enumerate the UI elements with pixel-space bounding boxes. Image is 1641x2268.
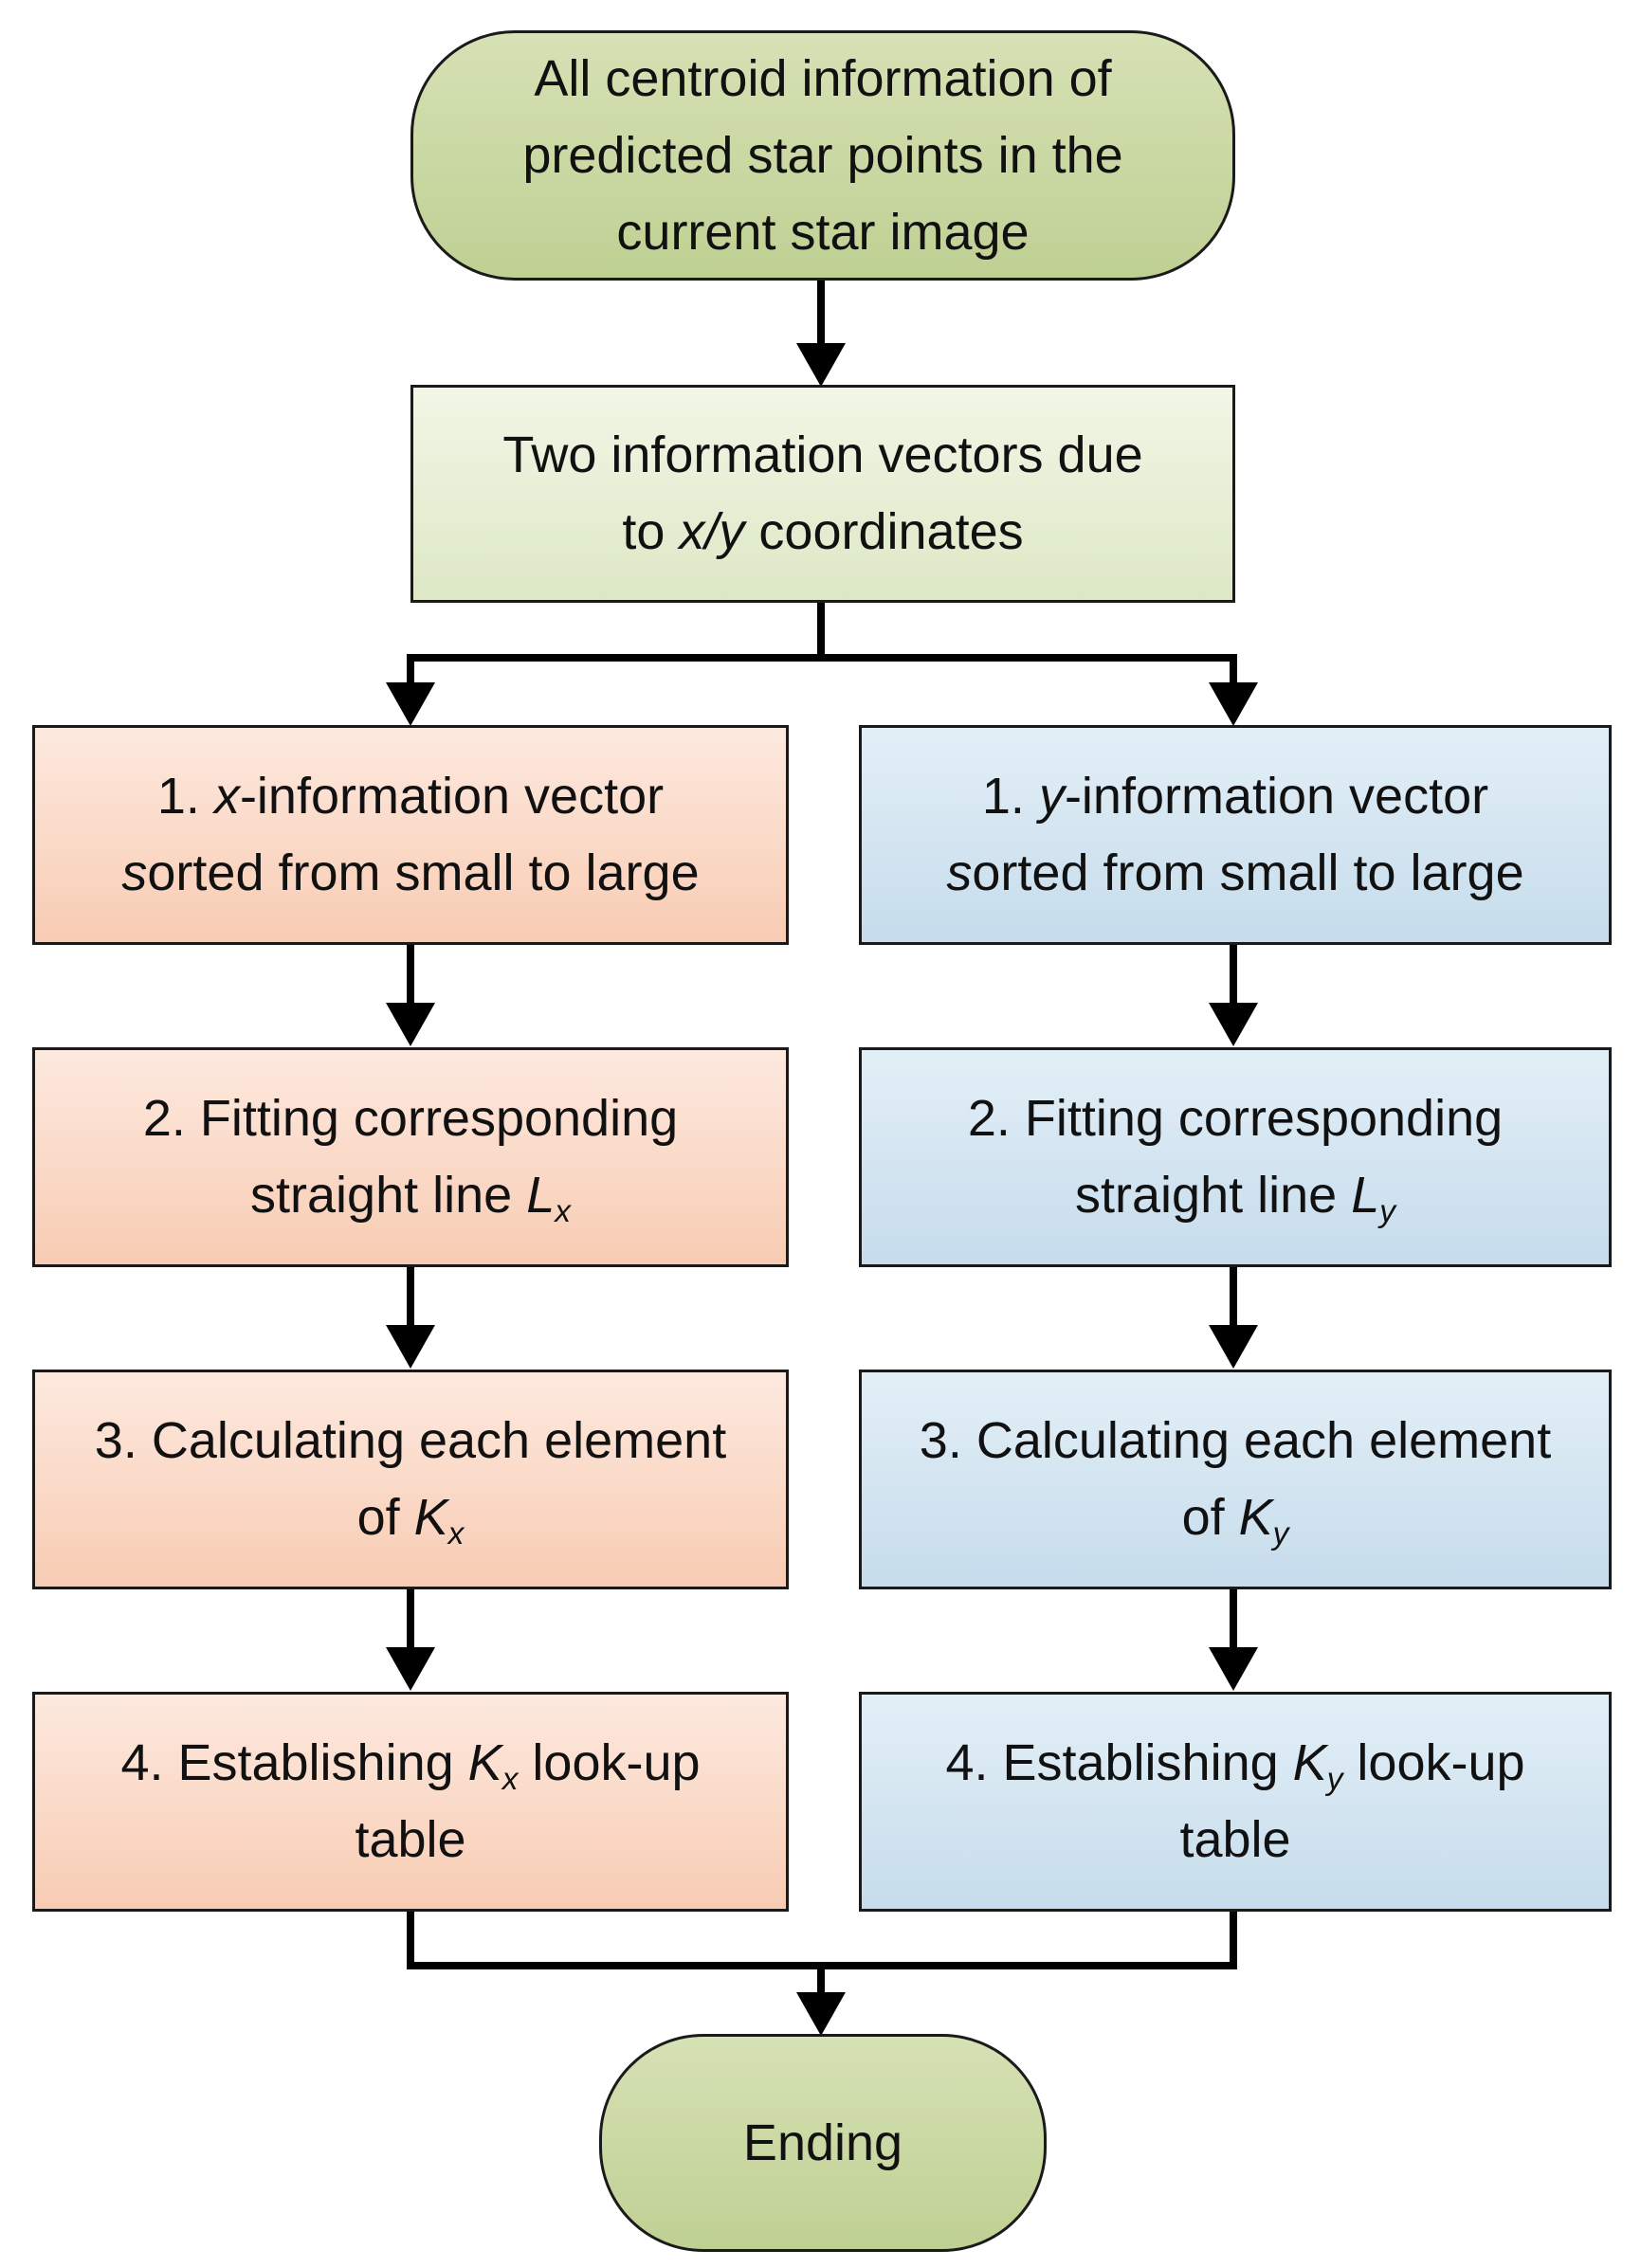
y-step-3-sub: y <box>1272 1516 1289 1552</box>
arrow-x3-to-x4 <box>386 1588 435 1691</box>
y-step-2-var: L <box>1351 1167 1380 1224</box>
y-step-3-var: K <box>1238 1489 1273 1546</box>
start-line-2: predicted star points in the <box>522 126 1123 184</box>
arrow-x2-to-x3 <box>386 1265 435 1369</box>
vectors-line-1: Two information vectors due <box>502 426 1143 483</box>
arrow-vectors-split <box>386 601 1258 726</box>
x-step-4-pre: 4. Establishing <box>120 1734 468 1791</box>
x-step-2-line-1: 2. Fitting corresponding <box>142 1090 679 1147</box>
y-step-1-var: y <box>1038 768 1065 825</box>
x-step-1-line-1: 1. x-information vector <box>121 758 699 835</box>
x-step-2-var: L <box>526 1167 556 1224</box>
y-step-2-line-2-text: straight line <box>1075 1167 1352 1224</box>
x-step-1-node: 1. x-information vector sorted from smal… <box>32 725 789 945</box>
y-step-1-text: 1. y-information vector sorted from smal… <box>946 758 1523 912</box>
y-step-4-sub: y <box>1326 1762 1343 1798</box>
y-step-2-sub: y <box>1379 1194 1395 1230</box>
x-step-3-var: K <box>413 1489 448 1546</box>
x-step-3-sub: x <box>447 1516 465 1552</box>
arrow-start-to-vectors <box>796 280 846 387</box>
vectors-line-2-post: coordinates <box>744 503 1024 560</box>
y-step-2-text: 2. Fitting corresponding straight line L… <box>968 1080 1503 1234</box>
y-step-1-rest: -information vector <box>1064 768 1489 825</box>
x-step-2-line-2-text: straight line <box>250 1167 527 1224</box>
arrow-x1-to-x2 <box>386 943 435 1046</box>
start-node: All centroid information of predicted st… <box>410 30 1235 281</box>
x-step-1-num: 1. <box>156 768 214 825</box>
vectors-line-2-pre: to <box>622 503 680 560</box>
vectors-node: Two information vectors due to x/y coord… <box>410 385 1235 603</box>
arrow-merge-to-end <box>407 1907 1237 2036</box>
y-step-4-node: 4. Establishing Ky look-up table <box>859 1692 1612 1912</box>
x-step-2-sub: x <box>555 1194 571 1230</box>
x-step-3-line-1: 3. Calculating each element <box>94 1412 727 1469</box>
y-step-3-line-1: 3. Calculating each element <box>919 1412 1552 1469</box>
end-label: Ending <box>742 2114 903 2171</box>
x-step-1-line-2-var: s <box>121 844 148 901</box>
x-step-2-node: 2. Fitting corresponding straight line L… <box>32 1047 789 1267</box>
x-step-4-text: 4. Establishing Kx look-up table <box>120 1725 700 1878</box>
y-step-2-line-1: 2. Fitting corresponding <box>967 1090 1504 1147</box>
vectors-node-text: Two information vectors due to x/y coord… <box>502 417 1142 571</box>
y-step-1-line-2-text: orted from small to large <box>972 844 1524 901</box>
x-step-4-var: K <box>467 1734 502 1791</box>
x-step-3-line-2-text: of <box>356 1489 414 1546</box>
x-step-4-line-1: 4. Establishing Kx look-up <box>120 1725 700 1802</box>
x-step-3-node: 3. Calculating each element of Kx <box>32 1370 789 1589</box>
x-step-4-sub: x <box>501 1762 519 1798</box>
end-node: Ending <box>599 2034 1047 2252</box>
arrow-y3-to-y4 <box>1209 1588 1258 1691</box>
y-step-4-post: look-up <box>1342 1734 1525 1791</box>
vectors-line-2: to x/y coordinates <box>502 494 1142 571</box>
y-step-4-pre: 4. Establishing <box>945 1734 1293 1791</box>
x-step-3-text: 3. Calculating each element of Kx <box>95 1403 726 1556</box>
y-step-1-line-2-var: s <box>946 844 973 901</box>
y-step-4-var: K <box>1292 1734 1327 1791</box>
y-step-1-node: 1. y-information vector sorted from smal… <box>859 725 1612 945</box>
y-step-3-text: 3. Calculating each element of Ky <box>920 1403 1551 1556</box>
x-step-1-line-2-text: orted from small to large <box>147 844 700 901</box>
start-line-3: current star image <box>616 203 1030 261</box>
x-step-1-text: 1. x-information vector sorted from smal… <box>121 758 699 912</box>
y-step-2-node: 2. Fitting corresponding straight line L… <box>859 1047 1612 1267</box>
vectors-line-2-var: x/y <box>679 503 745 560</box>
y-step-4-line-2: table <box>1179 1811 1291 1868</box>
y-step-4-text: 4. Establishing Ky look-up table <box>945 1725 1524 1878</box>
x-step-3-line-2: of Kx <box>95 1479 726 1556</box>
arrow-y1-to-y2 <box>1209 943 1258 1046</box>
x-step-1-var: x <box>213 768 240 825</box>
start-node-text: All centroid information of predicted st… <box>522 41 1122 271</box>
arrow-y2-to-y3 <box>1209 1265 1258 1369</box>
x-step-2-text: 2. Fitting corresponding straight line L… <box>143 1080 678 1234</box>
x-step-4-node: 4. Establishing Kx look-up table <box>32 1692 789 1912</box>
y-step-4-line-1: 4. Establishing Ky look-up <box>945 1725 1524 1802</box>
y-step-2-line-2: straight line Ly <box>968 1157 1503 1234</box>
y-step-3-node: 3. Calculating each element of Ky <box>859 1370 1612 1589</box>
x-step-4-post: look-up <box>518 1734 701 1791</box>
x-step-2-line-2: straight line Lx <box>143 1157 678 1234</box>
y-step-1-num: 1. <box>981 768 1039 825</box>
y-step-1-line-2: sorted from small to large <box>946 835 1523 912</box>
y-step-3-line-2: of Ky <box>920 1479 1551 1556</box>
y-step-1-line-1: 1. y-information vector <box>946 758 1523 835</box>
y-step-3-line-2-text: of <box>1181 1489 1239 1546</box>
x-step-1-rest: -information vector <box>239 768 665 825</box>
start-line-1: All centroid information of <box>534 49 1112 107</box>
x-step-4-line-2: table <box>355 1811 466 1868</box>
x-step-1-line-2: sorted from small to large <box>121 835 699 912</box>
